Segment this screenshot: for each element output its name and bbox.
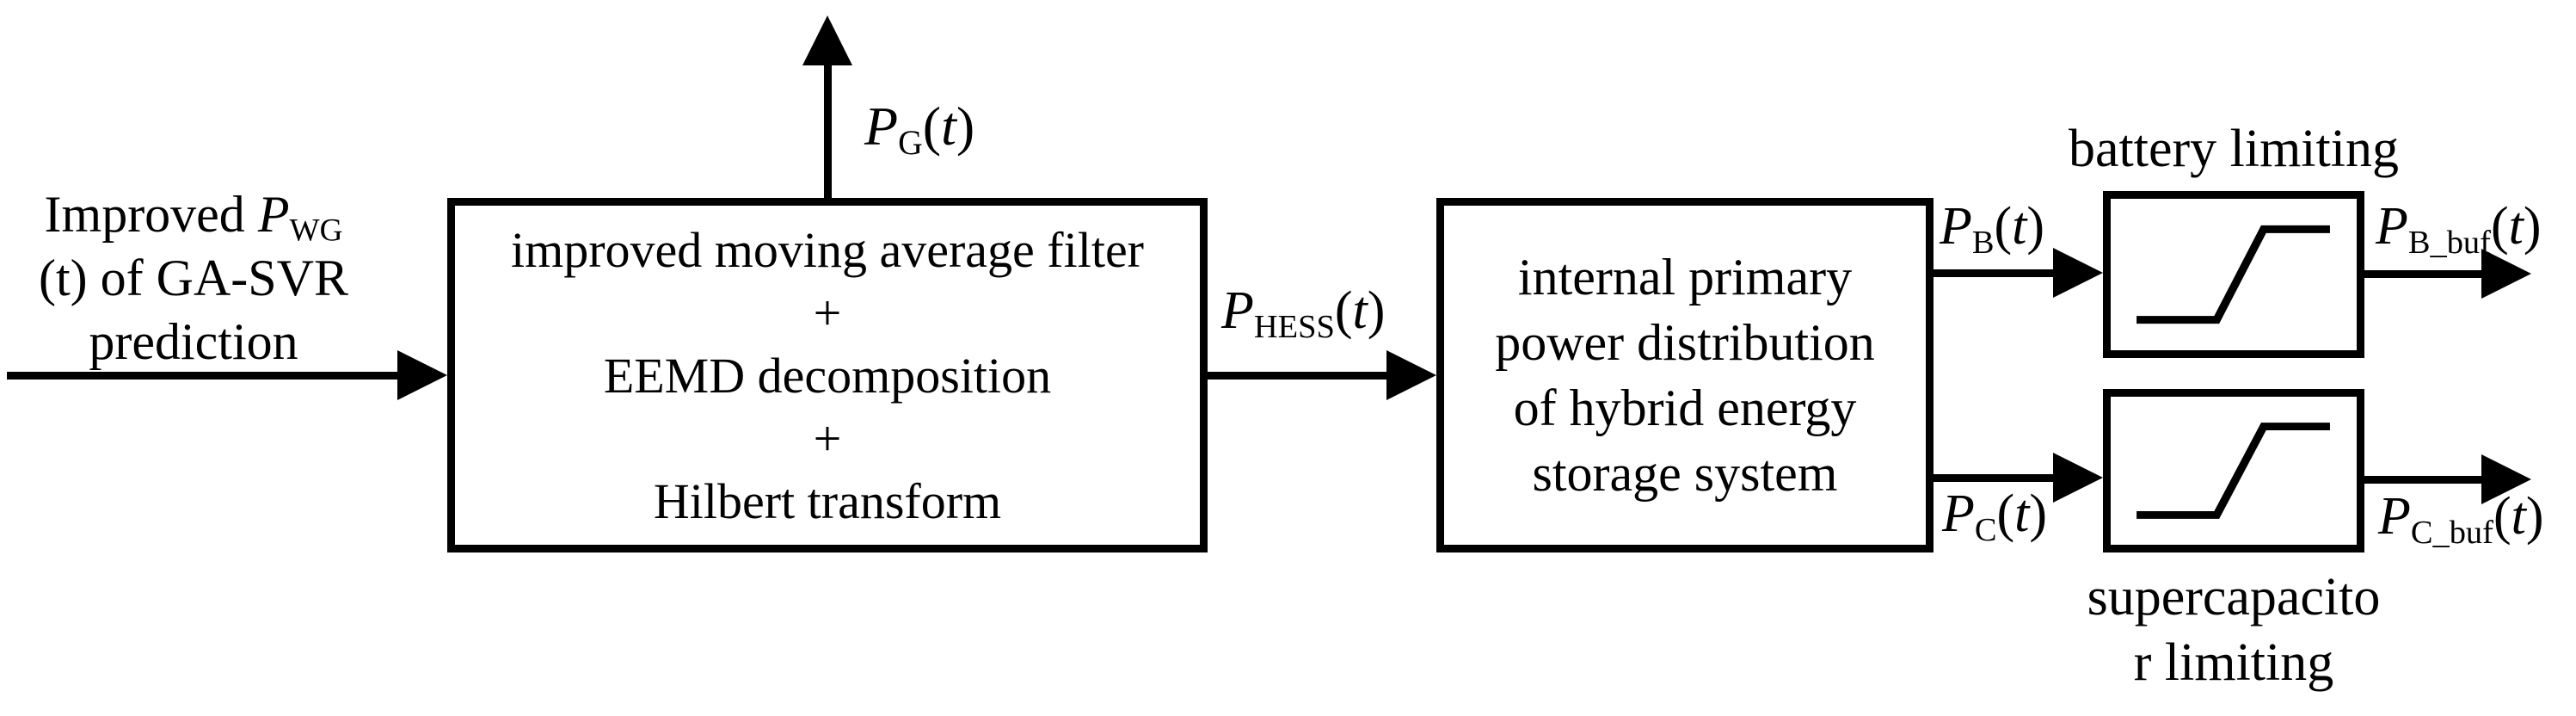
saturation-curve-icon	[2136, 423, 2330, 519]
pc-buf-signal-label: PC_buf(t)	[2378, 487, 2544, 551]
saturation-curve-icon	[2136, 225, 2330, 324]
pb-out-arrow-line	[2364, 270, 2485, 278]
supercap-limiter-title-line2: r limiting	[2133, 633, 2334, 692]
distribution-box-line: storage system	[1532, 445, 1838, 502]
plus-sign: +	[813, 410, 842, 466]
filter-box-line: Hilbert transform	[653, 472, 1002, 529]
pc-signal-label: PC(t)	[1942, 485, 2048, 548]
input-arrow-head	[397, 350, 447, 400]
filter-box-line: EEMD decomposition	[603, 347, 1052, 404]
pb-buf-signal-label: PB_buf(t)	[2376, 197, 2542, 261]
source-label-line2: (t) of GA-SVR	[39, 250, 348, 306]
pc-arrow-line	[1933, 474, 2057, 482]
pc-arrow-head	[2053, 453, 2103, 503]
supercap-limiter-title-line1: supercapacito	[2087, 568, 2381, 626]
pg-arrow-line	[824, 52, 832, 198]
distribution-box-line: power distribution	[1495, 314, 1875, 371]
pb-out-arrow-head	[2481, 249, 2531, 299]
source-label-line1: Improved PWG	[44, 186, 343, 249]
phess-arrow-head	[1386, 350, 1436, 400]
supercap-limiter-box	[2103, 389, 2364, 552]
plus-sign: +	[813, 284, 842, 341]
source-label: Improved PWG (t) of GA-SVR prediction	[0, 182, 387, 373]
phess-arrow-line	[1207, 372, 1389, 380]
pb-signal-label: PB(t)	[1940, 197, 2045, 261]
pc-out-arrow-head	[2481, 454, 2531, 504]
distribution-box: internal primary power distribution of h…	[1436, 198, 1934, 552]
pb-arrow-line	[1933, 269, 2057, 277]
battery-limiter-box	[2103, 191, 2364, 358]
input-arrow-line	[7, 372, 401, 380]
filter-box-line: improved moving average filter	[510, 221, 1145, 278]
supercap-limiter-title: supercapacito r limiting	[2061, 565, 2407, 695]
battery-limiter-title: battery limiting	[2069, 120, 2399, 178]
distribution-box-line: of hybrid energy	[1513, 380, 1857, 436]
pb-arrow-head	[2053, 248, 2103, 298]
pc-out-arrow-line	[2364, 476, 2485, 484]
phess-signal-label: PHESS(t)	[1221, 281, 1386, 345]
distribution-box-line: internal primary	[1517, 249, 1853, 306]
pg-arrow-head	[802, 15, 852, 65]
filter-box: improved moving average filter + EEMD de…	[447, 198, 1208, 552]
source-label-line3: prediction	[89, 313, 298, 370]
pg-signal-label: PG(t)	[864, 96, 975, 163]
